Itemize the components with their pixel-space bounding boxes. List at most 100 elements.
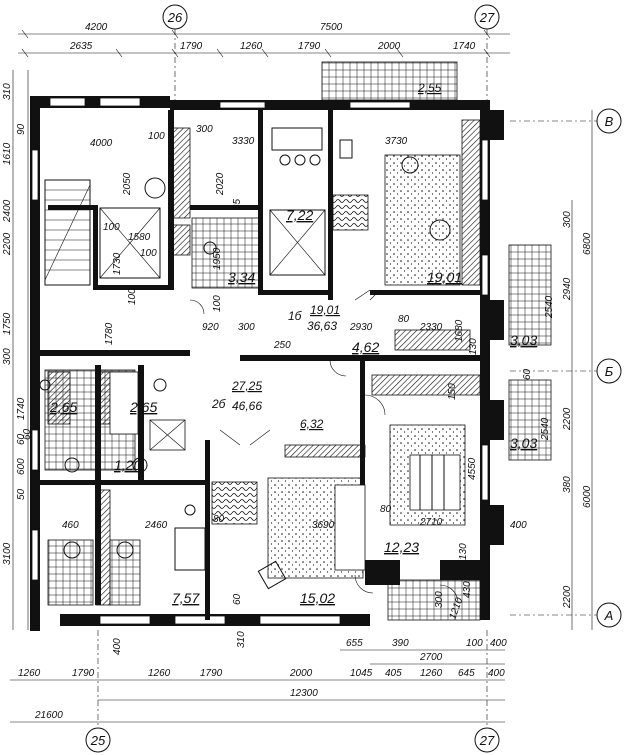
- dim-right-6000: 6000: [582, 485, 593, 508]
- dim-300a: 300: [196, 124, 213, 135]
- dim-60a: 60: [22, 428, 33, 440]
- dim-150: 150: [447, 383, 458, 400]
- area-3-34: 3,34: [228, 269, 255, 285]
- area-2-65-left: 2,65: [49, 399, 77, 415]
- dim-left-600: 600: [16, 458, 27, 475]
- area-4-62: 4,62: [352, 339, 379, 355]
- dim-right-6800: 6800: [582, 232, 593, 255]
- balconies: [321, 61, 552, 621]
- dim-right-2200: 2200: [562, 407, 573, 431]
- right-loggia-upper: [508, 244, 552, 346]
- dim-2020: 2020: [215, 172, 226, 196]
- top-dimensions: 4200 7500 2635 1790 1260 1790 2000 1740: [18, 22, 510, 58]
- dim-bottom-2700: 2700: [419, 652, 443, 663]
- right-dimensions: 300 6800 2940 2540 60 2200 2540 380 6000…: [510, 110, 593, 630]
- axis-label-25: 25: [90, 733, 106, 748]
- dim-100d: 100: [212, 295, 223, 312]
- dim-250: 250: [273, 340, 291, 351]
- dim-2930: 2930: [349, 322, 373, 333]
- dim-right-400: 400: [510, 520, 527, 531]
- dim-3690: 3690: [312, 520, 335, 531]
- dim-bottom-12300: 12300: [290, 688, 318, 699]
- bedroom-rug: [384, 154, 461, 286]
- dim-bottom-645: 645: [458, 668, 475, 679]
- dim-bottom-1260c: 1260: [420, 668, 443, 679]
- dim-top-2000: 2000: [377, 41, 401, 52]
- bottom-loggia: [387, 579, 481, 621]
- dim-1950: 1950: [212, 247, 223, 270]
- dim-4000: 4000: [90, 138, 113, 149]
- dim-left-60: 60: [16, 433, 27, 445]
- dim-1680: 1680: [454, 319, 465, 342]
- area-3-03-lower: 3,03: [510, 435, 537, 451]
- area-12-23: 12,23: [384, 539, 419, 555]
- dim-bottom-1045: 1045: [350, 668, 373, 679]
- dim-4550: 4550: [467, 457, 478, 480]
- dim-left-1740: 1740: [16, 397, 27, 420]
- door-swings: [189, 289, 459, 604]
- dim-left-3100: 3100: [2, 542, 13, 565]
- axis-label-V: В: [605, 114, 614, 129]
- dim-top-1740: 1740: [453, 41, 476, 52]
- dim-top-4200: 4200: [85, 22, 108, 33]
- interior-dimensions: 4000 100 300 3330 3730 2050 2020 65 100 …: [22, 124, 479, 621]
- table-top: [211, 481, 258, 525]
- dim-bottom-655: 655: [346, 638, 363, 649]
- furniture: [39, 127, 451, 590]
- floor-finishes: [44, 154, 466, 606]
- dim-1580: 1580: [128, 232, 151, 243]
- dim-left-1750: 1750: [2, 312, 13, 335]
- area-19-01-bedroom: 19,01: [427, 269, 462, 285]
- dim-top-7500: 7500: [320, 22, 343, 33]
- dim-bottom-400b: 400: [490, 638, 507, 649]
- dim-top-1260: 1260: [240, 41, 263, 52]
- dim-300c: 300: [434, 591, 445, 608]
- dim-3730: 3730: [385, 136, 408, 147]
- dim-right-380: 380: [562, 476, 573, 493]
- dim-100e: 100: [127, 288, 138, 305]
- dim-left-310: 310: [2, 83, 13, 100]
- area-27-25: 27,25: [231, 379, 262, 393]
- dim-430: 430: [462, 581, 473, 598]
- dim-left-2400: 2400: [2, 199, 13, 223]
- room-areas: 2,55 7,22 19,01 3,34 1б 19,01 36,63 4,62…: [49, 81, 537, 606]
- axis-label-B: Б: [605, 364, 614, 379]
- area-3-03-upper: 3,03: [510, 332, 537, 348]
- dim-bottom-390: 390: [392, 638, 409, 649]
- dim-left-50: 50: [16, 488, 27, 500]
- dim-left-90: 90: [16, 123, 27, 135]
- axis-label-27-top: 27: [479, 10, 495, 25]
- dim-2460: 2460: [144, 520, 168, 531]
- dim-bottom-2000: 2000: [289, 668, 313, 679]
- dim-right-2940: 2940: [562, 277, 573, 301]
- dim-left-2200: 2200: [2, 232, 13, 256]
- dim-left-1610: 1610: [2, 142, 13, 165]
- axis-circle-27-bottom: [474, 727, 500, 753]
- dim-3330: 3330: [232, 136, 255, 147]
- dim-100c: 100: [140, 248, 157, 259]
- dim-bottom-21600: 21600: [34, 710, 63, 721]
- dim-130b: 130: [458, 543, 469, 560]
- area-7-57: 7,57: [172, 590, 200, 606]
- exterior-walls: [30, 96, 504, 631]
- dim-top-1790b: 1790: [298, 41, 321, 52]
- dim-top-1790a: 1790: [180, 41, 203, 52]
- axis-circle-25: [85, 727, 111, 753]
- left-dimensions: 310 90 1610 2400 2200 1750 300 1740 60 6…: [2, 70, 123, 655]
- dim-top-2635: 2635: [69, 41, 93, 52]
- dim-2330: 2330: [419, 322, 443, 333]
- dim-920: 920: [202, 322, 219, 333]
- dim-2710: 2710: [419, 517, 443, 528]
- area-2-65-right: 2,65: [129, 399, 157, 415]
- dim-bottom-400: 400: [488, 668, 505, 679]
- dim-80b: 80: [213, 514, 225, 525]
- dim-100b: 100: [103, 222, 120, 233]
- area-6-32: 6,32: [300, 417, 324, 431]
- bottom-dimensions: 1260 1790 1260 1790 2000 1045 405 1260 6…: [10, 631, 507, 723]
- dim-460: 460: [62, 520, 79, 531]
- area-36-63: 36,63: [307, 319, 337, 333]
- axis-label-27-bottom: 27: [479, 733, 495, 748]
- axis-markers: 26 27 25 27 В Б А: [85, 4, 622, 753]
- area-7-22: 7,22: [286, 207, 313, 223]
